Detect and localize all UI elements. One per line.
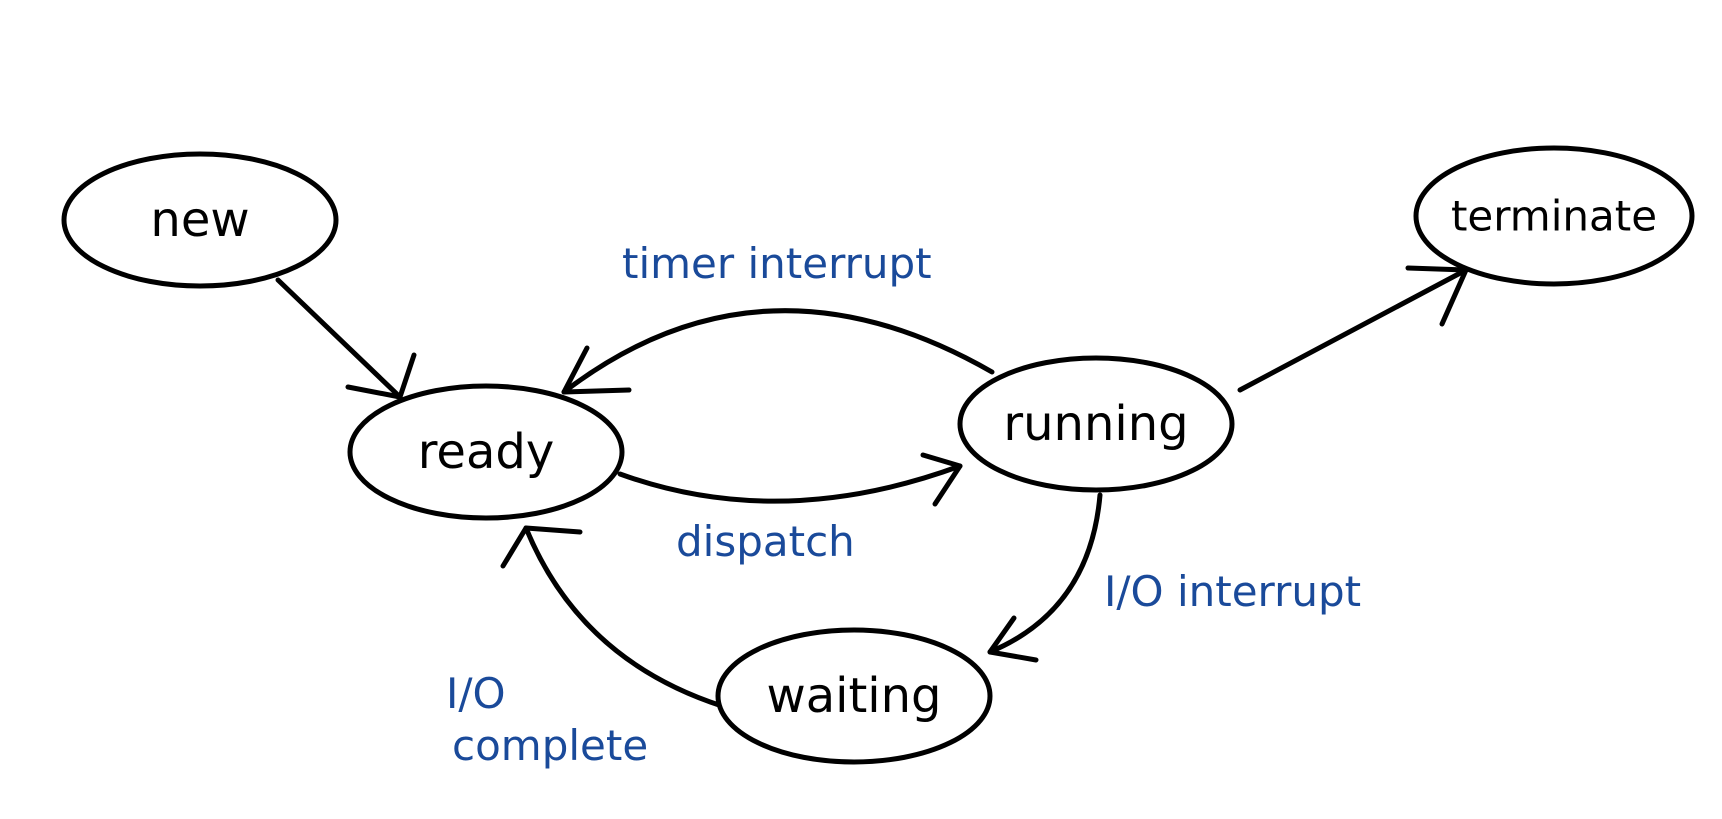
edge-dispatch: [617, 452, 963, 507]
edge-label-timer-interrupt: timer interrupt: [622, 239, 932, 288]
node-ready: ready: [347, 383, 625, 521]
node-waiting: waiting: [715, 627, 993, 765]
edge-label-io-interrupt: I/O interrupt: [1104, 567, 1361, 616]
edge-io-complete: [500, 525, 725, 709]
arrowhead-icon: [987, 615, 1039, 663]
edge-label-io-complete-line1: I/O: [446, 669, 506, 718]
arrowhead-icon: [561, 345, 632, 395]
edge-label-dispatch: dispatch: [676, 517, 855, 566]
node-new: new: [61, 151, 339, 289]
node-label-ready: ready: [418, 424, 555, 480]
node-label-terminate: terminate: [1451, 192, 1657, 241]
node-terminate: terminate: [1413, 145, 1695, 287]
edge-new-to-ready: [275, 277, 417, 400]
node-running: running: [957, 355, 1235, 493]
node-label-running: running: [1003, 396, 1188, 452]
arrowhead-icon: [345, 352, 417, 400]
node-label-waiting: waiting: [766, 668, 941, 724]
edge-io-interrupt: [987, 492, 1103, 663]
edge-label-io-complete-line2: complete: [452, 721, 648, 770]
node-label-new: new: [150, 192, 249, 248]
edge-timer-interrupt: [561, 308, 995, 395]
edge-running-to-terminate: [1237, 265, 1469, 393]
arrowhead-icon: [920, 452, 963, 507]
arrowhead-icon: [500, 525, 583, 569]
